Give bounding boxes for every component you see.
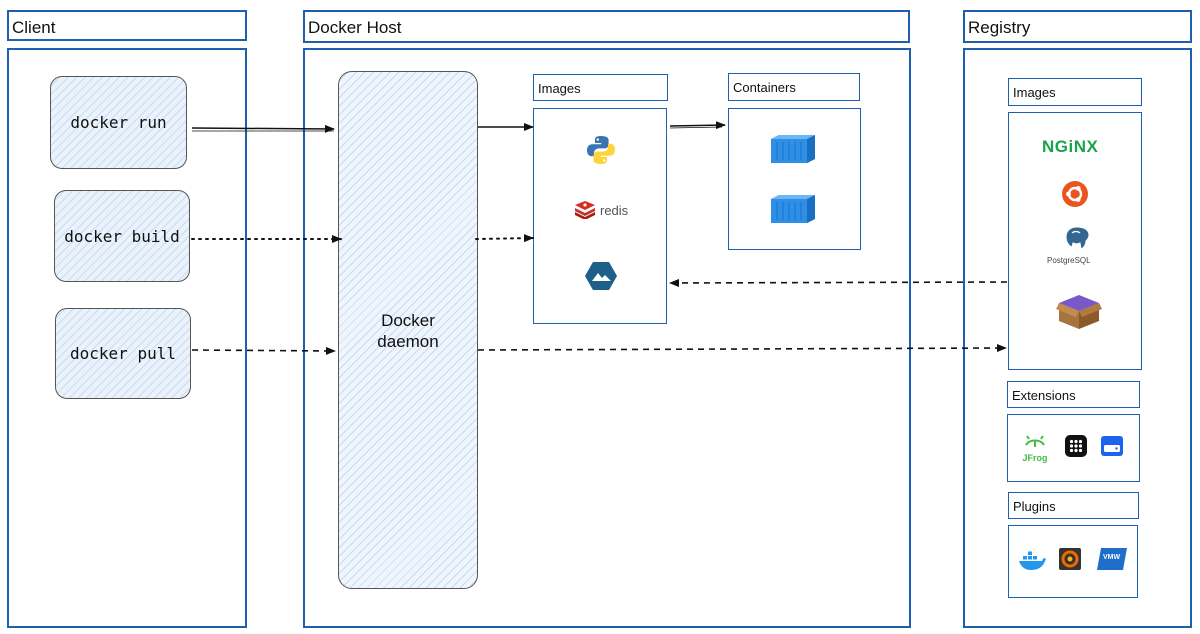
registry-images-title: Images [1013,85,1056,100]
run-to-daemon-arrow [191,124,335,133]
images-to-containers-sketch-line [669,126,723,129]
container-icon [771,195,815,223]
extensions-header: Extensions [1007,381,1140,408]
docker-whale-icon [1019,551,1046,570]
docker-run-command: docker run [50,76,187,169]
docker-pull-command: docker pull [55,308,191,399]
redis-label: redis [600,202,629,218]
redis-logo: redis [574,201,628,219]
daemon-build-to-images-arrow [475,234,534,243]
host-images-panel: redis [533,108,667,324]
host-containers-header: Containers [728,73,860,101]
host-containers-panel [728,108,861,250]
vmware-shape-icon [1097,548,1127,570]
docker-build-command: docker build [54,190,190,282]
docker-host-title: Docker Host [308,18,402,37]
extensions-title: Extensions [1012,388,1076,403]
docker-pull-label: docker pull [70,344,176,363]
jfrog-icon: JFrog [1022,435,1048,463]
alpine-icon [585,262,617,290]
client-title: Client [12,18,56,37]
client-header: Client [7,10,247,41]
docker-daemon: Docker daemon [338,71,478,589]
package-box-icon [1056,295,1102,329]
daemon-to-registry-arrow [477,344,1007,353]
ubuntu-icon [1062,181,1088,207]
nginx-icon: NGiNX [1042,137,1099,156]
grafana-icon [1059,548,1081,570]
docker-run-label: docker run [70,113,167,132]
python-icon [587,136,615,164]
images-to-containers-arrow [669,121,726,130]
vmware-icon: VMW [1097,548,1127,570]
registry-images-header: Images [1008,78,1142,106]
frog-mark-icon [1025,435,1045,447]
host-containers-title: Containers [733,80,796,95]
grid-app-icon [1065,435,1087,457]
registry-to-images-arrow [669,278,1008,287]
postgresql-label: PostgreSQL [1047,256,1091,265]
daemon-label-line2: daemon [377,332,439,351]
host-images-title: Images [538,81,581,96]
vmware-label: VMW [1103,554,1121,561]
plugins-header: Plugins [1008,492,1139,519]
daemon-label-line1: Docker [381,311,435,330]
pull-to-daemon-arrow [191,346,336,355]
disk-icon [1101,436,1123,456]
plugins-title: Plugins [1013,499,1056,514]
extensions-panel: JFrog [1007,414,1140,482]
docker-host-header: Docker Host [303,10,910,43]
postgresql-icon [1065,226,1090,250]
plugins-panel: VMW [1008,525,1138,598]
docker-build-label: docker build [64,226,180,246]
host-images-header: Images [533,74,668,101]
registry-title: Registry [968,18,1031,37]
jfrog-label: JFrog [1022,453,1048,463]
registry-images-panel: NGiNX PostgreSQL [1008,112,1142,370]
redis-icon [575,201,595,219]
container-icon [771,135,815,163]
registry-header: Registry [963,10,1192,43]
